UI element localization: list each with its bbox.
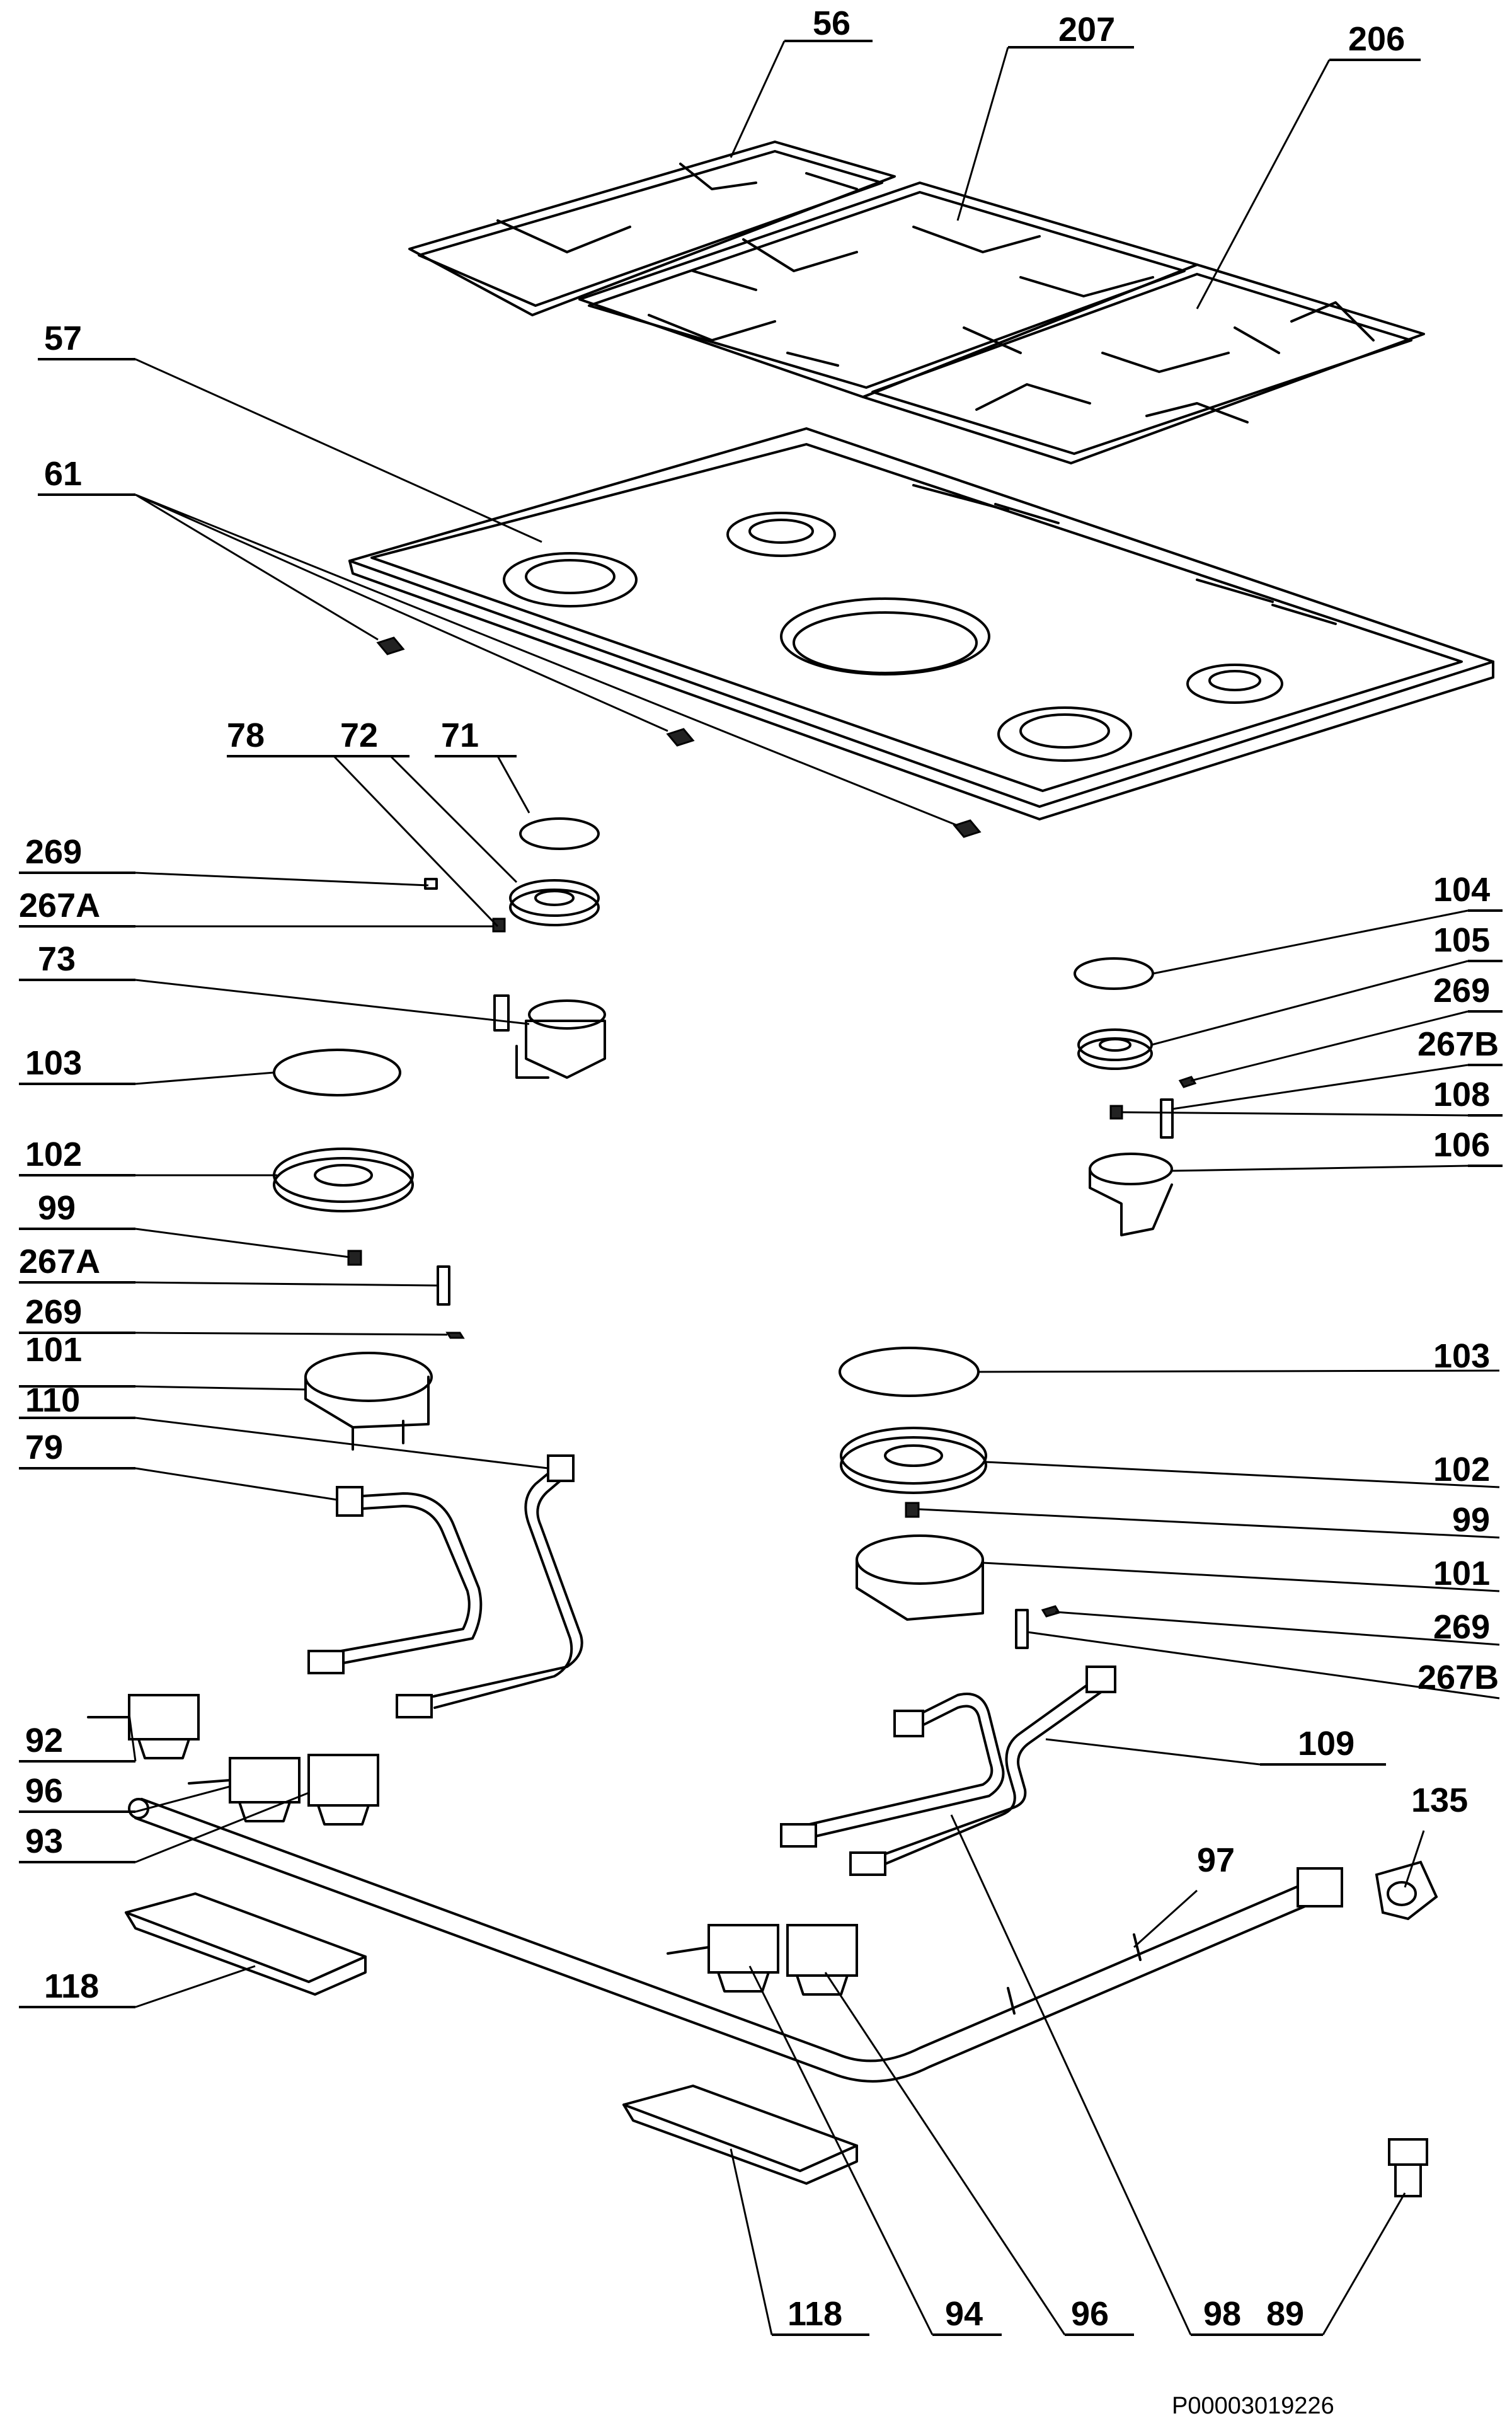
burner-supply-pipes-right	[780, 1666, 1116, 1876]
label-78: 78	[227, 716, 265, 754]
leader-lines	[128, 40, 1500, 2335]
mounting-brackets	[125, 1892, 858, 2185]
label-92: 92	[25, 1722, 63, 1759]
label-101-a: 101	[25, 1331, 82, 1369]
label-72: 72	[340, 716, 378, 754]
label-269-b: 269	[25, 1293, 82, 1331]
right-rear-burner	[1074, 957, 1197, 1236]
label-93: 93	[25, 1822, 63, 1860]
label-89: 89	[1266, 2295, 1304, 2333]
label-underlines	[19, 40, 1503, 2336]
label-135: 135	[1411, 1781, 1468, 1819]
label-57: 57	[44, 319, 82, 357]
label-97: 97	[1197, 1841, 1235, 1879]
label-207: 207	[1058, 11, 1115, 49]
label-101-b: 101	[1433, 1555, 1490, 1592]
label-94: 94	[945, 2295, 983, 2333]
label-98: 98	[1203, 2295, 1241, 2333]
label-105: 105	[1433, 921, 1490, 959]
label-96-a: 96	[25, 1772, 63, 1810]
label-56: 56	[813, 4, 850, 42]
label-267B-b: 267B	[1418, 1659, 1499, 1696]
left-rear-burner	[424, 817, 606, 1079]
label-61: 61	[44, 455, 82, 493]
label-103-a: 103	[25, 1044, 82, 1082]
label-118-a: 118	[44, 1967, 99, 2005]
label-269-a: 269	[25, 833, 82, 871]
label-267A-a: 267A	[19, 887, 100, 924]
hob-top-panel	[348, 427, 1494, 838]
label-102-a: 102	[25, 1136, 82, 1173]
label-108: 108	[1433, 1076, 1490, 1113]
label-99-b: 99	[1452, 1501, 1490, 1539]
label-104: 104	[1433, 871, 1490, 909]
label-71: 71	[441, 716, 479, 754]
label-267A-b: 267A	[19, 1243, 100, 1280]
right-front-burner	[839, 1347, 1061, 1649]
gas-taps	[87, 1694, 858, 1996]
label-106: 106	[1433, 1126, 1490, 1164]
burner-supply-pipes-left	[307, 1454, 583, 1718]
label-79: 79	[25, 1429, 63, 1466]
gas-inlet-connectors	[1375, 1860, 1438, 2197]
label-73: 73	[38, 940, 76, 978]
label-99-a: 99	[38, 1189, 76, 1227]
label-110: 110	[25, 1381, 80, 1419]
label-103-b: 103	[1433, 1337, 1490, 1375]
part-number-labels: 56 207 206 57 61 78 72 71 269 267A 73 10…	[19, 4, 1499, 2333]
label-269-c: 269	[1433, 972, 1490, 1010]
label-109: 109	[1298, 1725, 1354, 1763]
drawing-reference-code: P00003019226	[1172, 2393, 1334, 2419]
label-206: 206	[1348, 20, 1405, 58]
pan-support-grids	[408, 141, 1425, 464]
label-267B-a: 267B	[1418, 1025, 1499, 1063]
label-102-b: 102	[1433, 1451, 1490, 1488]
gas-manifold	[128, 1798, 1343, 2083]
label-118-b: 118	[788, 2295, 842, 2333]
label-269-d: 269	[1433, 1608, 1490, 1646]
label-96-b: 96	[1071, 2295, 1109, 2333]
